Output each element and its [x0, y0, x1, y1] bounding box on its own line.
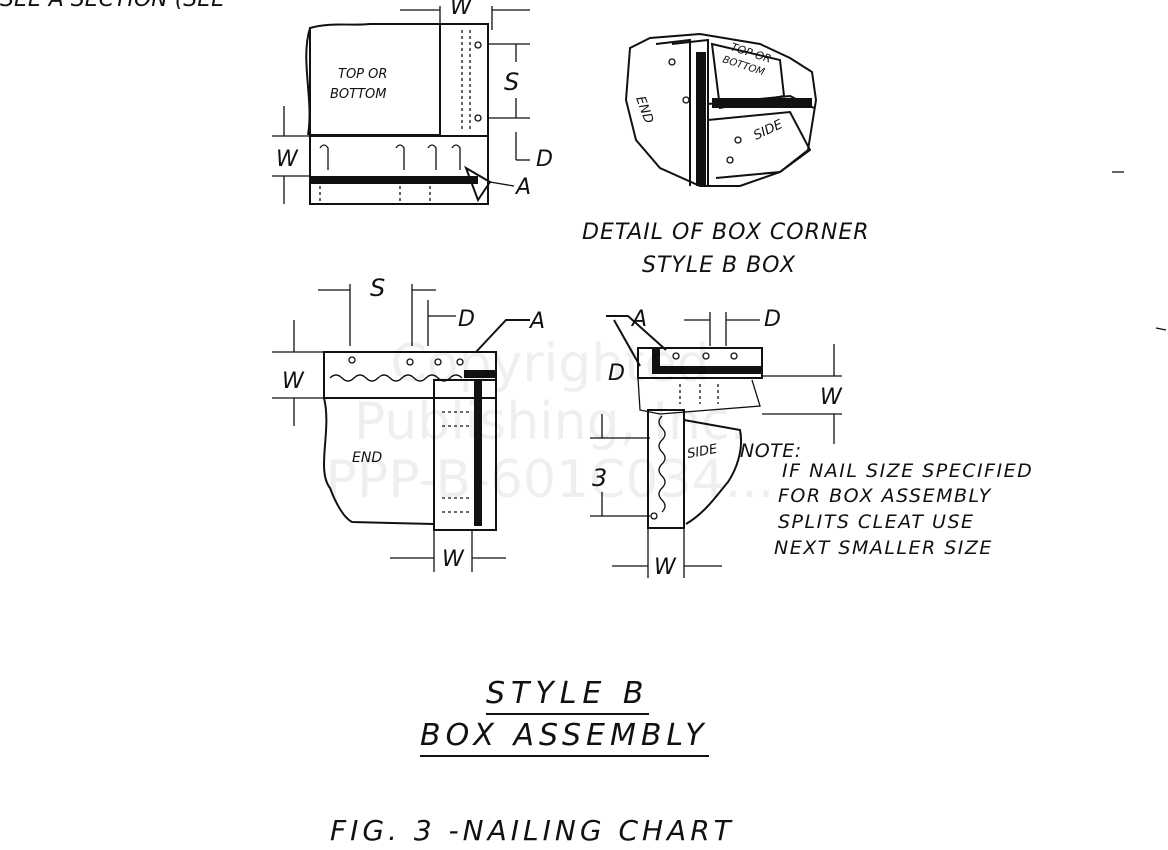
note-line-4: NEXT SMALLER SIZE [774, 537, 993, 559]
d-label-bottom-left: D [458, 307, 475, 332]
assembly-title-line-2: BOX ASSEMBLY [420, 718, 709, 757]
assembly-title-box: BOX ASSEMBLY [420, 718, 709, 757]
corner-end-label: END [632, 94, 656, 125]
end-label: END [352, 450, 382, 466]
detail-caption-line-1: DETAIL OF BOX CORNER [582, 220, 870, 245]
assembly-title-line-1: STYLE B [486, 676, 650, 715]
corner-side-label: SIDE [751, 117, 786, 144]
note-line-1: IF NAIL SIZE SPECIFIED [782, 460, 1034, 482]
three-label: 3 [592, 464, 607, 492]
w-label-top: W [450, 0, 473, 20]
box-corner-isometric: TOP OR BOTTOM END SIDE [624, 32, 818, 187]
top-or-bottom-label-1: TOP OR [338, 67, 387, 82]
d-label-bottom-right: D [764, 307, 781, 332]
header-fragment: SEE A SECTION (SEE [0, 0, 225, 12]
top-left-detail: W TOP OR BOTTOM S D A [272, 0, 553, 205]
note-line-3: SPLITS CLEAT USE [778, 511, 975, 533]
a-label-top: A [514, 175, 531, 200]
side-panel [683, 419, 742, 525]
end-vertical-cleat [433, 379, 497, 531]
w-label-bottom-left: W [442, 547, 465, 572]
side-label: SIDE [686, 442, 719, 462]
d-label-top: D [536, 147, 553, 172]
top-or-bottom-label-2: BOTTOM [330, 87, 386, 102]
w-label-left-bottom: W [282, 369, 305, 394]
end-panel [323, 397, 435, 525]
w-label-bottom-right: W [654, 555, 677, 580]
side-top-cleat [637, 347, 763, 379]
side-vertical-cleat [647, 409, 685, 529]
w-label-right: W [820, 385, 843, 410]
horizontal-cleat [309, 135, 489, 205]
note-title: NOTE: [740, 440, 802, 462]
assembly-title-style: STYLE B [486, 676, 650, 715]
bottom-right-detail: A D D SIDE W [590, 307, 843, 580]
w-label-left-top: W [276, 147, 299, 172]
figure-caption: FIG. 3 -NAILING CHART [330, 814, 735, 847]
d-label-side: D [608, 361, 625, 386]
detail-caption-line-2: STYLE B BOX [642, 253, 796, 278]
a-label-bottom-right: A [630, 307, 647, 332]
s-label-top: S [504, 68, 519, 96]
bottom-left-detail: S D A END W W [272, 274, 545, 572]
s-label-bottom: S [370, 274, 385, 302]
a-label-bottom-left: A [528, 309, 545, 334]
note-line-2: FOR BOX ASSEMBLY [778, 485, 992, 507]
